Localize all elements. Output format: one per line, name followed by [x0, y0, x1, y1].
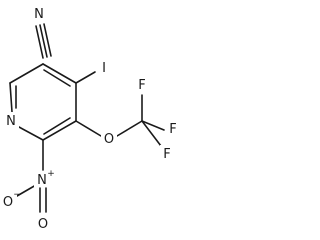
ring-double-c5-c6 [43, 117, 71, 135]
ring-bond-n-c2 [9, 82, 13, 113]
atom-o-nitro-bottom: O [38, 217, 48, 232]
ring-double-c3-c4 [43, 69, 71, 87]
nitrile-bond-2 [39, 24, 48, 58]
bond-c-f-bottom [141, 120, 162, 147]
ring-bond-c3-c4 [42, 63, 77, 84]
bond-nitro-o-left [16, 184, 37, 197]
atom-o-ether: O [104, 132, 114, 147]
charge-n-plus: + [47, 169, 55, 179]
bond-o-cf3 [116, 120, 143, 137]
charge-o-minus: − [13, 190, 21, 200]
atom-iodine: I [102, 61, 106, 76]
molecule-diagram: N I N O F F F N + O − O [1, 5, 180, 232]
atom-n-nitrile: N [34, 7, 44, 22]
atom-o-nitro-left: O [3, 195, 13, 210]
ring-bond-c5-c6 [42, 120, 77, 141]
bond-layer [9, 23, 165, 213]
atom-layer: N I N O F F F N + O − O [1, 5, 180, 232]
nitrile-bond-3 [43, 23, 52, 57]
atom-f-bottom: F [163, 147, 170, 162]
bond-c4-i [75, 71, 96, 84]
nitrile-bond-1 [35, 25, 44, 59]
ring-bond-c6-n [18, 126, 44, 141]
bond-c5-o [75, 120, 102, 137]
atom-f-top: F [138, 78, 145, 93]
atom-f-right: F [169, 122, 176, 137]
atom-n-ring: N [6, 114, 16, 129]
bond-c-f-right [141, 120, 165, 131]
ring-bond-c2-c3 [9, 63, 44, 84]
atom-n-nitro: N [37, 173, 47, 188]
